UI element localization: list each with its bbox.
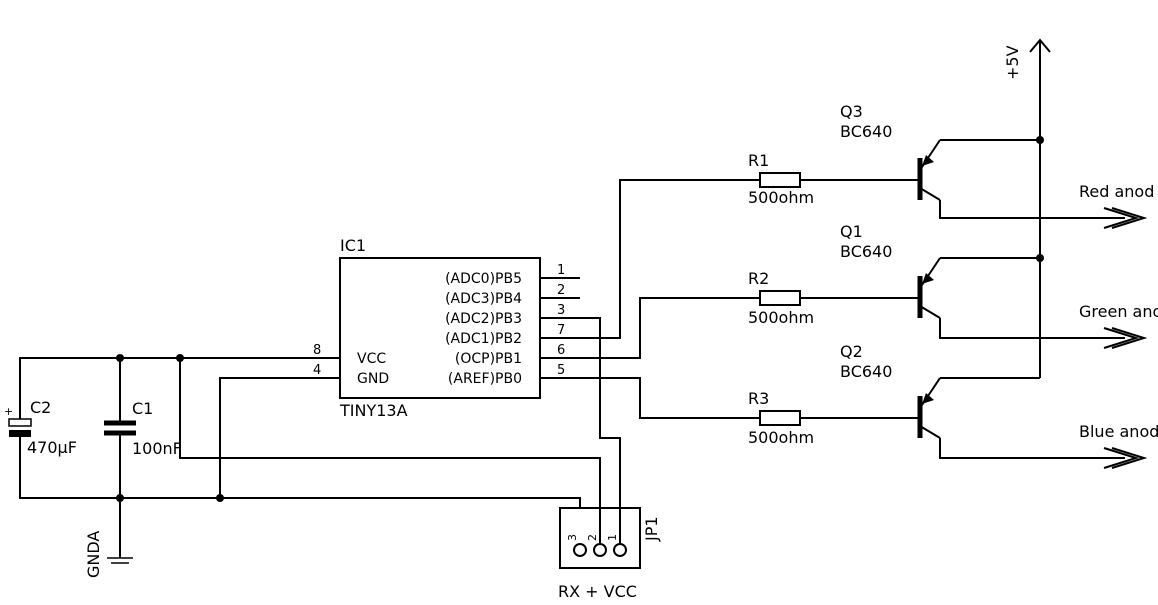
resistor-r3: R3 500ohm bbox=[748, 389, 814, 447]
q2-name: Q2 bbox=[840, 342, 863, 361]
output-blue: Blue anod bbox=[1079, 422, 1158, 469]
jp1-label: RX + VCC bbox=[558, 582, 637, 601]
q1-name: Q1 bbox=[840, 222, 863, 241]
output-red: Red anod bbox=[1079, 182, 1154, 229]
ic1-pin-label-vcc: VCC bbox=[357, 351, 386, 367]
jp1-pin-3: 3 bbox=[566, 534, 579, 541]
c1-value: 100nF bbox=[132, 439, 182, 458]
ic1-pin-num-8: 8 bbox=[313, 343, 321, 358]
ic1-pin-num-6: 6 bbox=[557, 343, 565, 358]
ic1-pin-label-pb1: (OCP)PB1 bbox=[455, 351, 522, 367]
ic1-pin-num-3: 3 bbox=[557, 303, 565, 318]
junctions bbox=[116, 136, 1044, 502]
ground-symbol: GNDA bbox=[84, 531, 133, 578]
r2-name: R2 bbox=[748, 269, 769, 288]
resistor-r1: R1 500ohm bbox=[748, 151, 814, 207]
c1-name: C1 bbox=[132, 399, 153, 418]
ic1-pin-num-7: 7 bbox=[557, 323, 565, 338]
capacitor-c1: C1 100nF bbox=[104, 399, 182, 458]
output-green-label: Green anod bbox=[1079, 302, 1158, 321]
r1-value: 500ohm bbox=[748, 188, 814, 207]
ic1-pin-label-gnd: GND bbox=[357, 371, 389, 387]
jp1-pin-2: 2 bbox=[586, 534, 599, 541]
ic1-pin-label-pb0: (AREF)PB0 bbox=[448, 371, 522, 387]
wires bbox=[19, 40, 1125, 558]
ic1-pin-label-pb2: (ADC1)PB2 bbox=[445, 331, 522, 347]
ic1-pin-label-pb3: (ADC2)PB3 bbox=[445, 311, 522, 327]
r2-value: 500ohm bbox=[748, 308, 814, 327]
jp1-name: JP1 bbox=[642, 516, 661, 542]
supply-5v: +5V bbox=[1003, 38, 1051, 80]
transistor-q3: Q3 BC640 bbox=[840, 102, 941, 201]
c2-name: C2 bbox=[30, 398, 51, 417]
q3-value: BC640 bbox=[840, 122, 892, 141]
transistor-q2: Q2 BC640 bbox=[840, 342, 941, 439]
output-blue-label: Blue anod bbox=[1079, 422, 1158, 441]
ic1-name: IC1 bbox=[340, 236, 366, 255]
supply-label: +5V bbox=[1003, 45, 1022, 80]
ic1: IC1 TINY13A VCC GND 8 4 (ADC0)PB5 (ADC3)… bbox=[313, 236, 565, 420]
transistor-q1: Q1 BC640 bbox=[840, 222, 941, 319]
r3-name: R3 bbox=[748, 389, 769, 408]
resistor-r2: R2 500ohm bbox=[748, 269, 814, 327]
connector-jp1: 3 2 1 JP1 RX + VCC bbox=[558, 507, 661, 601]
ic1-pin-label-pb5: (ADC0)PB5 bbox=[445, 271, 522, 287]
r3-value: 500ohm bbox=[748, 428, 814, 447]
q1-value: BC640 bbox=[840, 242, 892, 261]
ground-label: GNDA bbox=[84, 531, 103, 578]
ic1-pin-num-1: 1 bbox=[557, 263, 565, 278]
jp1-pin-1: 1 bbox=[606, 534, 619, 541]
ic1-value: TINY13A bbox=[339, 401, 408, 420]
c2-value: 470µF bbox=[27, 438, 77, 457]
ic1-pin-label-pb4: (ADC3)PB4 bbox=[445, 291, 522, 307]
output-red-label: Red anod bbox=[1079, 182, 1154, 201]
q3-name: Q3 bbox=[840, 102, 863, 121]
ic1-pin-num-5: 5 bbox=[557, 363, 565, 378]
capacitor-c2: + C2 470µF bbox=[4, 398, 77, 457]
ic1-pin-num-2: 2 bbox=[557, 283, 565, 298]
q2-value: BC640 bbox=[840, 362, 892, 381]
c2-polarity: + bbox=[4, 405, 13, 418]
output-green: Green anod bbox=[1079, 302, 1158, 349]
ic1-pin-num-4: 4 bbox=[313, 363, 321, 378]
r1-name: R1 bbox=[748, 151, 769, 170]
